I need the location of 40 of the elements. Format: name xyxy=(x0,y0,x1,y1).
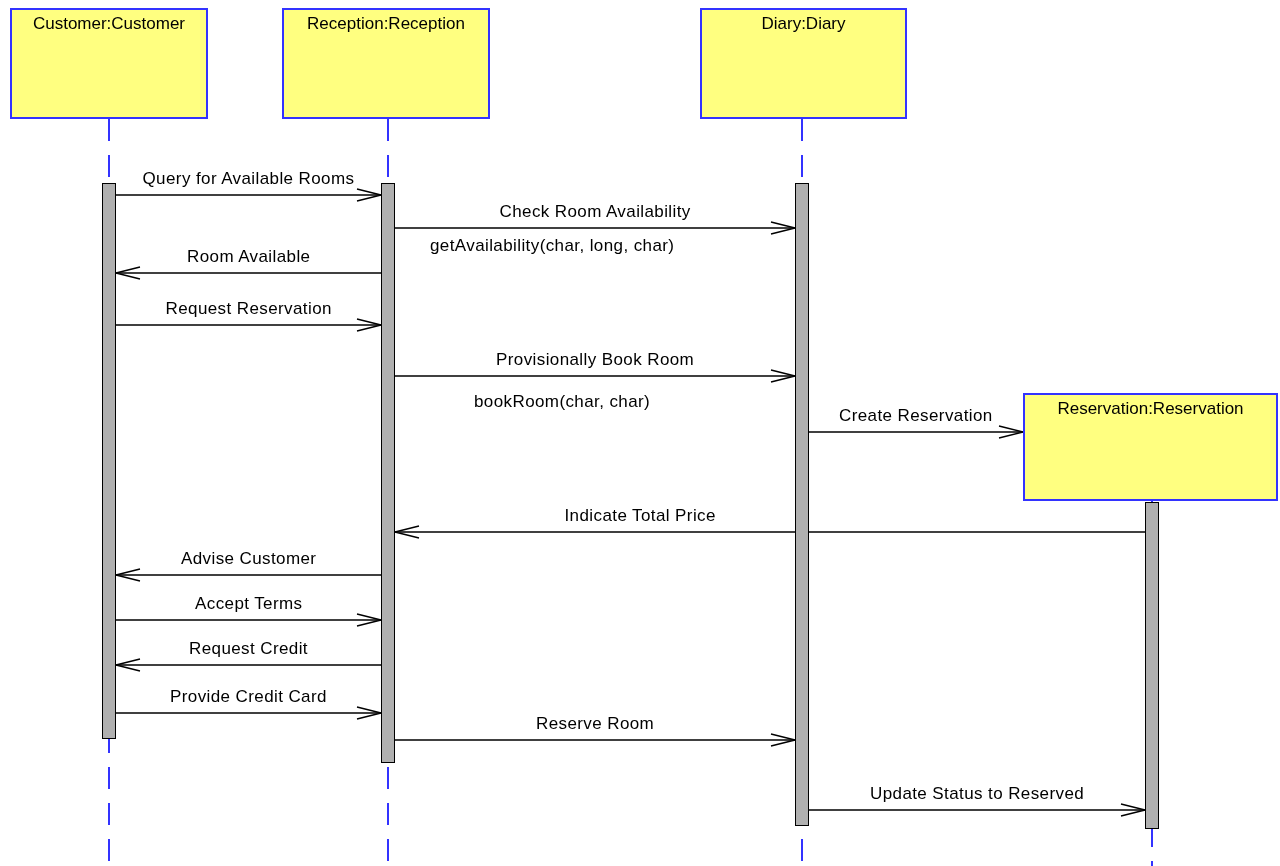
object-name: Customer:Customer xyxy=(31,14,187,34)
message-arrow xyxy=(394,733,796,747)
message-label: Update Status to Reserved xyxy=(870,784,1085,804)
operation-signature: bookRoom(char, char) xyxy=(474,392,651,412)
message-arrow xyxy=(394,525,1146,539)
message-label: Provisionally Book Room xyxy=(496,350,695,370)
message-arrow xyxy=(115,188,382,202)
operation-signature: getAvailability(char, long, char) xyxy=(430,236,675,256)
message-label: Provide Credit Card xyxy=(170,687,327,707)
message-arrow xyxy=(115,266,382,280)
message-arrow xyxy=(394,221,796,235)
activation-bar xyxy=(1145,502,1159,829)
message-arrow xyxy=(808,803,1146,817)
message-arrow xyxy=(115,318,382,332)
activation-bar xyxy=(102,183,116,739)
message-label: Check Room Availability xyxy=(499,202,691,222)
message-arrow xyxy=(808,425,1024,439)
message-arrow xyxy=(394,369,796,383)
message-label: Accept Terms xyxy=(195,594,303,614)
object-name: Reception:Reception xyxy=(306,14,466,34)
message-arrow xyxy=(115,658,382,672)
message-label: Request Credit xyxy=(189,639,308,659)
message-label: Advise Customer xyxy=(181,549,317,569)
message-label: Request Reservation xyxy=(165,299,332,319)
activation-bar xyxy=(795,183,809,826)
object-box xyxy=(10,8,208,119)
message-arrow xyxy=(115,568,382,582)
object-box xyxy=(700,8,907,119)
object-name: Diary:Diary xyxy=(760,14,847,34)
object-box xyxy=(282,8,490,119)
object-box xyxy=(1023,393,1278,501)
message-label: Room Available xyxy=(187,247,311,267)
object-name: Reservation:Reservation xyxy=(1056,399,1245,419)
message-label: Reserve Room xyxy=(536,714,655,734)
message-arrow xyxy=(115,613,382,627)
activation-bar xyxy=(381,183,395,763)
message-label: Indicate Total Price xyxy=(564,506,716,526)
message-label: Create Reservation xyxy=(839,406,993,426)
message-arrow xyxy=(115,706,382,720)
message-label: Query for Available Rooms xyxy=(142,169,355,189)
